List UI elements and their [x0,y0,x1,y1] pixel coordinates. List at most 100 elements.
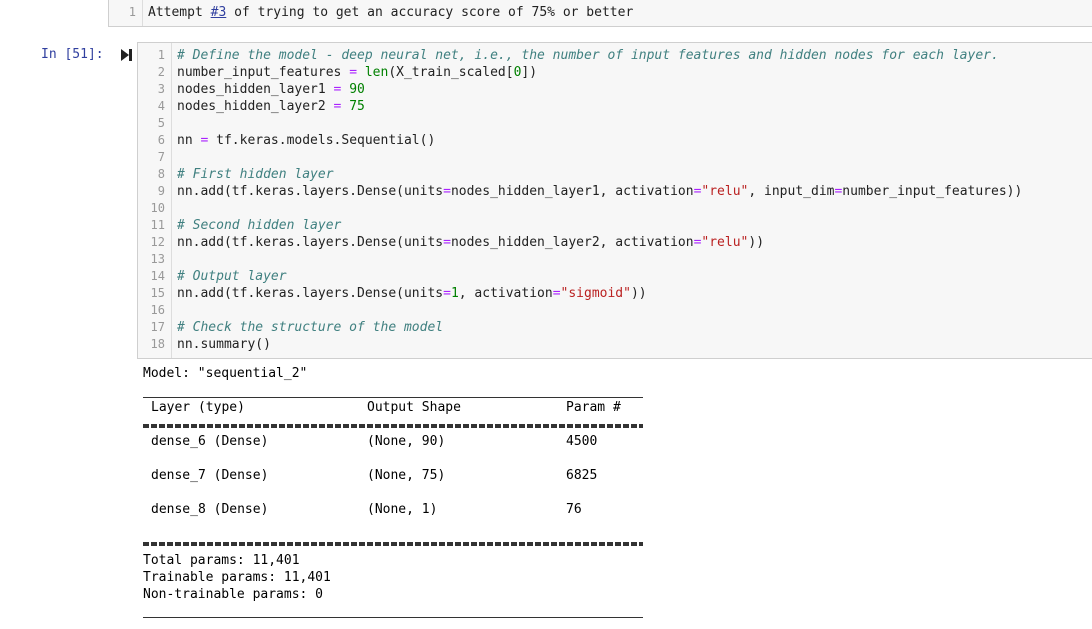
code-token: )) [748,235,765,250]
code-token: nn.add(tf.keras.layers.Dense(units [177,286,444,301]
markdown-text: Attempt #3 of trying to get an accuracy … [148,5,633,20]
footer-double-rule [143,542,643,546]
code-token: "relu" [701,235,749,250]
code-token: # First hidden layer [177,167,334,182]
row-shape: (None, 1) [367,502,438,517]
code-token: nodes_hidden_layer1, activation [450,184,694,199]
trainable-params: Trainable params: 11,401 [143,570,331,585]
code-token: "relu" [701,184,749,199]
code-token: = [333,99,342,114]
code-token: # Output layer [177,269,287,284]
line-number: 7 [157,150,165,164]
line-number: 4 [157,99,165,113]
code-token: ]) [521,65,538,80]
code-text: nn = tf.keras.models.Sequential() [177,132,435,149]
code-token: = [443,286,451,301]
code-text: nn.add(tf.keras.layers.Dense(units=1, ac… [177,285,647,302]
row-params: 76 [566,502,582,517]
line-number: 10 [150,201,165,215]
code-cell-editor[interactable]: 1 # Define the model - deep neural net, i… [137,42,1092,359]
code-token: = [834,184,843,199]
line-number: 17 [150,320,165,334]
code-token: nn [177,133,201,148]
code-token [357,65,365,80]
header-layer: Layer (type) [151,400,245,415]
line-number: 11 [150,218,165,232]
summary-bottom-rule [143,617,643,618]
line-number: 12 [150,235,165,249]
header-param-count: Param # [566,400,621,415]
code-token: nn.add(tf.keras.layers.Dense(units [177,184,444,199]
line-number: 9 [157,184,165,198]
markdown-cell[interactable]: 1 Attempt #3 of trying to get an accurac… [108,0,1092,27]
code-token: nodes_hidden_layer1 [177,82,334,97]
line-number: 5 [157,116,165,130]
code-token: , activation [458,286,553,301]
code-token: nn.summary() [177,337,271,352]
code-text: # Second hidden layer [177,217,341,234]
row-shape: (None, 75) [367,468,446,483]
code-token: nodes_hidden_layer2, activation [450,235,694,250]
header-output-shape: Output Shape [367,400,461,415]
code-text: # Output layer [177,268,287,285]
code-token: nn.add(tf.keras.layers.Dense(units [177,235,444,250]
total-params: Total params: 11,401 [143,553,300,568]
line-number: 1 [157,48,165,62]
line-number: 15 [150,286,165,300]
code-text: nodes_hidden_layer1 = 90 [177,81,365,98]
code-token: = [693,184,702,199]
code-token: 1 [450,286,459,301]
line-number: 2 [157,65,165,79]
line-number: 18 [150,337,165,351]
header-double-rule [143,424,643,428]
code-text: nn.summary() [177,336,271,353]
code-token: = [349,65,358,80]
code-token: len [364,65,389,80]
code-token: = [552,286,561,301]
code-token: number_input_features [177,65,350,80]
code-token: = [200,133,209,148]
code-token: = [333,82,342,97]
non-trainable-params: Non-trainable params: 0 [143,587,324,602]
row-params: 4500 [566,434,598,449]
code-token: = [693,235,702,250]
row-layer: dense_8 (Dense) [151,502,269,517]
code-token: , input_dim [748,184,835,199]
issue-link[interactable]: #3 [210,5,227,20]
text-segment: Attempt [148,5,211,20]
code-token: (X_train_scaled[ [388,65,514,80]
code-text: nn.add(tf.keras.layers.Dense(units=nodes… [177,234,764,251]
code-token: 0 [513,65,522,80]
run-cell-icon[interactable] [121,49,133,61]
line-number: 1 [128,5,136,19]
line-number: 6 [157,133,165,147]
model-name-line: Model: "sequential_2" [143,366,308,381]
line-number: 8 [157,167,165,181]
line-number: 13 [150,252,165,266]
line-number: 3 [157,82,165,96]
row-shape: (None, 90) [367,434,446,449]
code-text: # Check the structure of the model [177,319,443,336]
code-text: # First hidden layer [177,166,334,183]
code-token: 90 [349,82,365,97]
input-prompt: In [51]: [41,47,104,62]
code-token: nodes_hidden_layer2 [177,99,334,114]
code-token: )) [630,286,647,301]
code-text: nn.add(tf.keras.layers.Dense(units=nodes… [177,183,1022,200]
code-token: = [443,235,451,250]
code-token: # Second hidden layer [177,218,342,233]
text-segment: of trying to get an accuracy score of 75… [226,5,634,20]
code-token: "sigmoid" [560,286,631,301]
code-token: number_input_features)) [842,184,1023,199]
code-token: # Check the structure of the model [177,320,444,335]
code-token: tf.keras.models.Sequential() [208,133,436,148]
code-token: # Define the model - deep neural net, i.… [177,48,999,63]
code-text: nodes_hidden_layer2 = 75 [177,98,365,115]
line-number: 14 [150,269,165,283]
line-number: 16 [150,303,165,317]
line-number-gutter [138,43,172,358]
code-text: # Define the model - deep neural net, i.… [177,47,999,64]
code-text: number_input_features = len(X_train_scal… [177,64,537,81]
line-number-gutter: 1 [109,0,143,26]
row-layer: dense_6 (Dense) [151,434,269,449]
